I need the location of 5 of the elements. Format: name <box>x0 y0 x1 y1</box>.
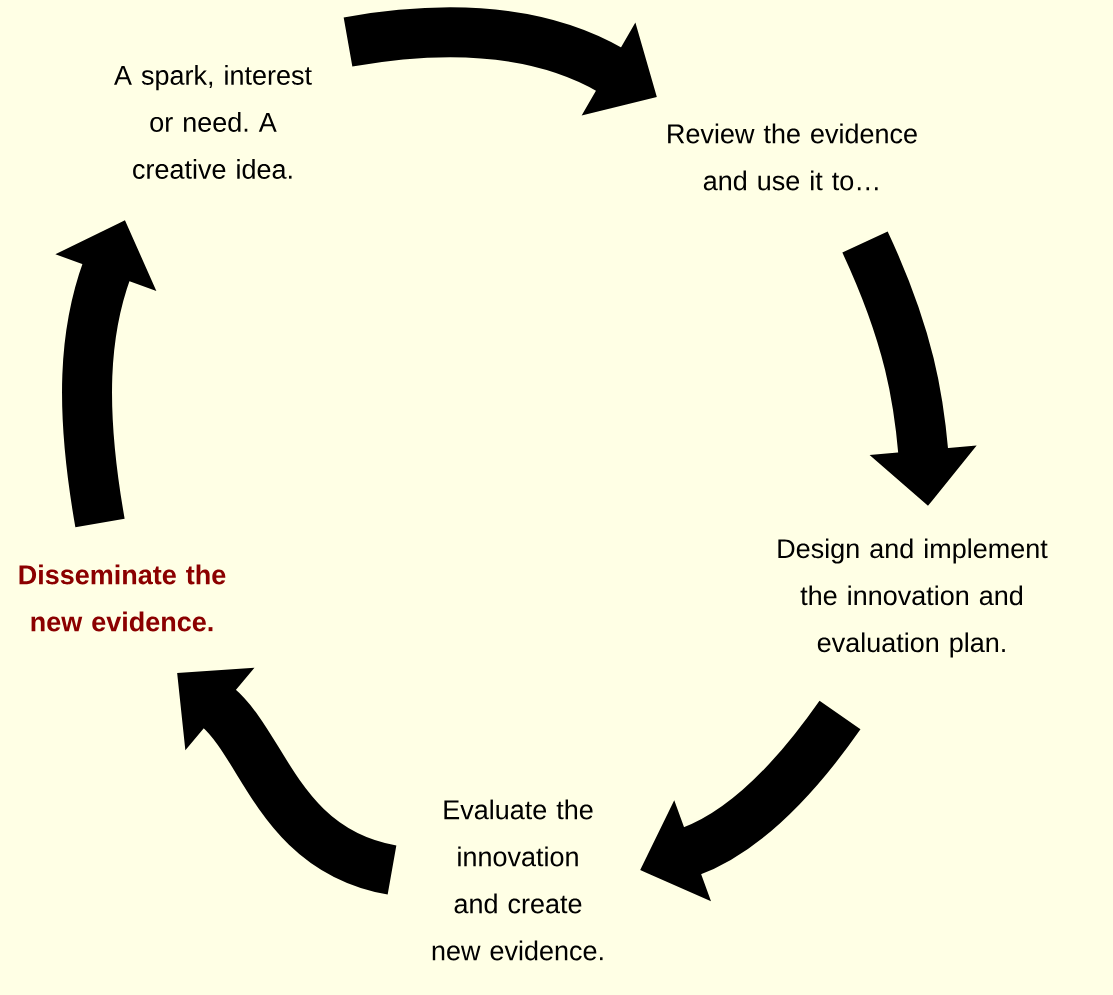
step-text: A spark, interest or need. A creative idea. <box>114 65 312 179</box>
step-text: Disseminate the new evidence. <box>19 564 226 632</box>
step-text: Review the evidence and use it to… <box>668 123 917 191</box>
step-text: Design and implement the innovation and evaluation plan. <box>778 538 1048 658</box>
step-text: Evaluate the innovation and create new evidence. <box>432 799 603 961</box>
